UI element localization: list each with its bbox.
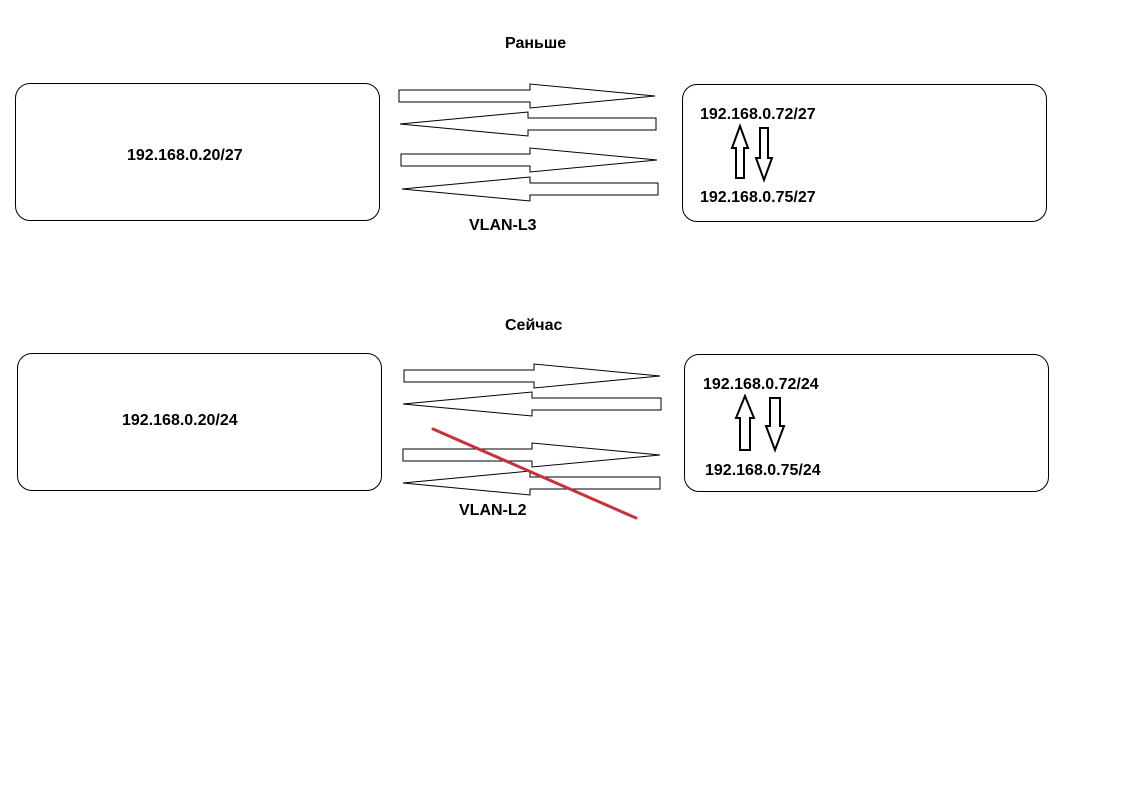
arrow-right-icon: [400, 147, 658, 173]
arrow-left-icon: [402, 391, 662, 417]
vlan-label-before: VLAN-L3: [469, 217, 537, 234]
arrow-down-icon: [754, 127, 774, 183]
right-host-ip-2-before: 192.168.0.75/27: [700, 189, 816, 206]
section-title-before: Раньше: [505, 35, 567, 52]
right-host-ip-1-now: 192.168.0.72/24: [703, 376, 819, 393]
arrow-left-icon: [399, 111, 657, 137]
right-host-ip-1-before: 192.168.0.72/27: [700, 106, 816, 123]
vlan-label-now: VLAN-L2: [459, 502, 527, 519]
strike-line: [431, 427, 638, 520]
arrow-right-icon: [403, 363, 661, 389]
arrow-left-icon: [401, 176, 659, 202]
arrow-right-icon: [398, 83, 656, 109]
left-host-box-now: [17, 353, 382, 491]
section-title-now: Сейчас: [505, 317, 563, 334]
right-host-ip-2-now: 192.168.0.75/24: [705, 462, 821, 479]
left-host-ip-before: 192.168.0.20/27: [127, 147, 243, 164]
right-host-box-now: [684, 354, 1049, 492]
arrow-down-icon: [764, 397, 786, 453]
arrow-up-icon: [734, 393, 756, 451]
arrow-right-icon: [402, 442, 661, 468]
arrow-left-icon: [402, 470, 661, 496]
left-host-box-before: [15, 83, 380, 221]
right-host-box-before: [682, 84, 1047, 222]
arrow-up-icon: [730, 123, 750, 179]
left-host-ip-now: 192.168.0.20/24: [122, 412, 238, 429]
